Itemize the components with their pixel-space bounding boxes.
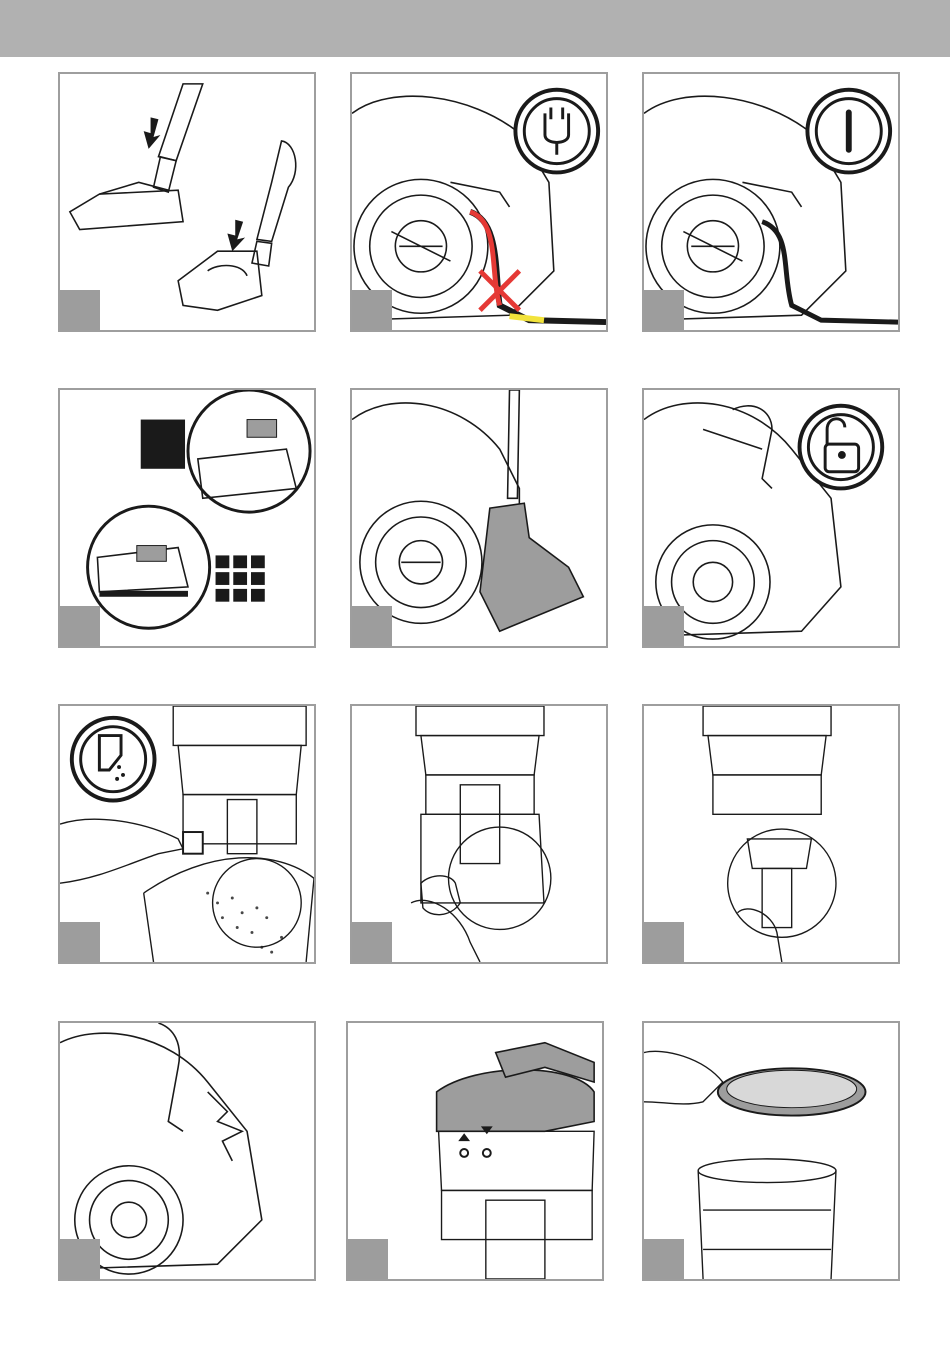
unlock-icon bbox=[800, 406, 883, 489]
panel-filter-mesh bbox=[642, 1021, 900, 1281]
panel-open-container bbox=[350, 704, 608, 964]
step-number-badge bbox=[348, 1239, 388, 1279]
step-number-badge bbox=[60, 922, 100, 962]
panel-park-nozzle bbox=[350, 388, 608, 648]
header-band bbox=[0, 0, 950, 57]
panel-empty-bin bbox=[58, 704, 316, 964]
step-number-badge bbox=[644, 606, 684, 646]
panel-power-on bbox=[642, 72, 900, 332]
panel-lid-lock bbox=[346, 1021, 604, 1281]
step-number-badge bbox=[644, 1239, 684, 1279]
carpet-icon bbox=[141, 420, 185, 469]
panel-attach-nozzle bbox=[58, 72, 316, 332]
step-number-badge bbox=[644, 290, 684, 330]
hard-floor-icon bbox=[216, 555, 265, 601]
panel-release-handle bbox=[642, 388, 900, 648]
step-number-badge bbox=[352, 922, 392, 962]
step-number-badge bbox=[60, 606, 100, 646]
panel-plug-in bbox=[350, 72, 608, 332]
step-number-badge bbox=[352, 290, 392, 330]
plug-icon bbox=[515, 90, 598, 173]
step-number-badge bbox=[644, 922, 684, 962]
panel-press-latch bbox=[58, 1021, 316, 1281]
step-number-badge bbox=[60, 1239, 100, 1279]
power-on-icon bbox=[807, 90, 890, 173]
step-number-badge bbox=[60, 290, 100, 330]
panel-remove-filter bbox=[642, 704, 900, 964]
step-number-badge bbox=[352, 606, 392, 646]
empty-bin-icon bbox=[72, 718, 155, 801]
panel-floor-setting bbox=[58, 388, 316, 648]
